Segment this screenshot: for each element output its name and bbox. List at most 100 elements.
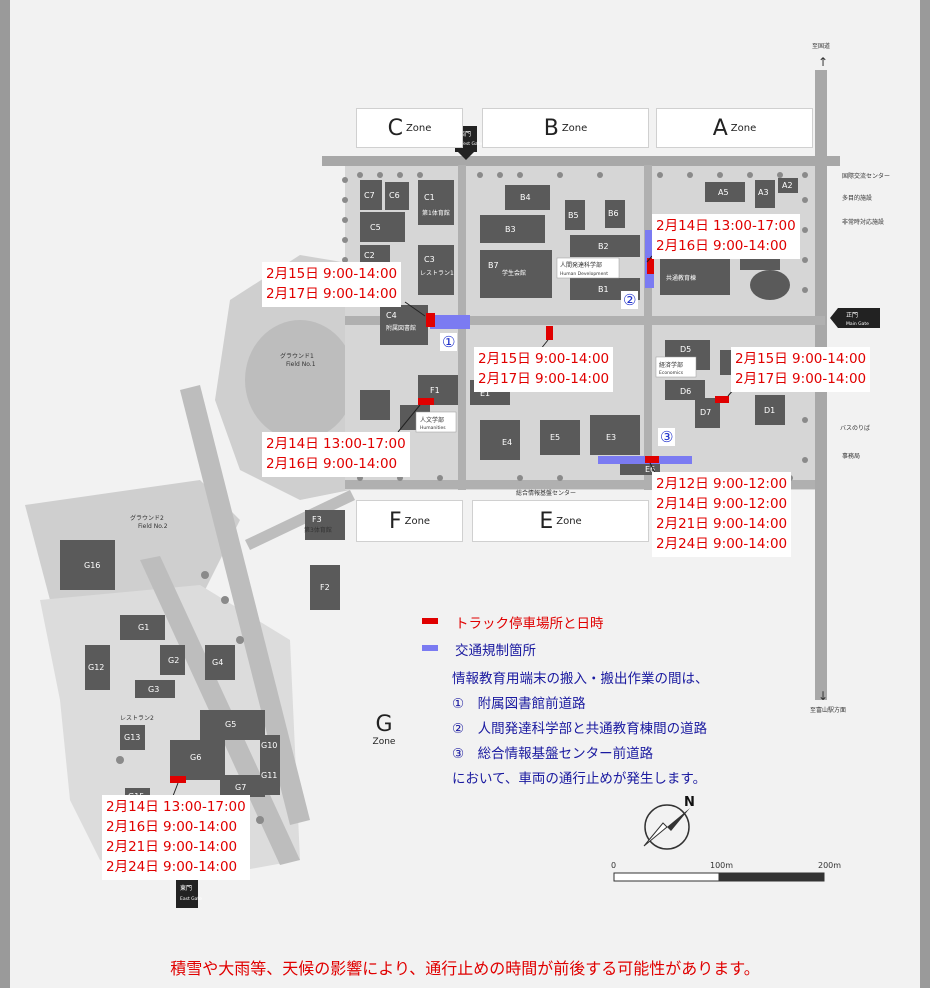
label-c4: C4	[386, 311, 397, 320]
building-c5	[360, 212, 405, 242]
building-g6	[170, 740, 225, 780]
truck-stop-road-b	[546, 326, 553, 340]
callout-info-center-line-1: 2月12日 9:00-12:00	[656, 476, 788, 492]
scale-mid: 100m	[710, 861, 733, 870]
economics-plate	[655, 356, 697, 378]
callout-humanities-line-1: 2月14日 13:00-17:00	[266, 436, 406, 452]
label-emergency: 非常時対応施設	[842, 218, 884, 226]
notice-item-3: ③ 総合情報基盤センター前道路	[452, 746, 654, 762]
building-g7	[220, 775, 265, 797]
legend-traffic-label: 交通規制箇所	[455, 643, 536, 659]
zone-a-box: A Zone	[656, 108, 813, 148]
label-d5: D5	[680, 345, 691, 354]
building-g5	[200, 710, 265, 740]
human-dev-plate	[556, 257, 620, 279]
scale-end: 200m	[818, 861, 841, 870]
callout-humanities-line-2: 2月16日 9:00-14:00	[266, 456, 398, 472]
zone-b-word: Zone	[561, 122, 588, 134]
building-f-annex	[360, 390, 390, 420]
callout-g6-line-4: 2月24日 9:00-14:00	[106, 859, 238, 875]
building-a2	[778, 178, 798, 193]
building-c1	[418, 180, 454, 225]
scale-bar: 0 100m 200m	[611, 861, 841, 882]
label-c2: C2	[364, 251, 375, 260]
building-g10	[260, 735, 280, 760]
label-humanities-en: Humanities	[420, 425, 446, 431]
building-general-edu	[660, 255, 730, 295]
callout-g6-line-3: 2月21日 9:00-14:00	[106, 839, 238, 855]
notice-item-1: ① 附属図書館前道路	[452, 696, 586, 712]
south-arrow-icon: ↓	[818, 689, 828, 703]
label-g7: G7	[235, 783, 246, 792]
label-d7: D7	[700, 408, 711, 417]
label-f2: F2	[320, 583, 330, 592]
main-gate: 正門 Main Gate	[830, 308, 880, 328]
compass-icon: N	[643, 795, 695, 850]
zone-f-box: F Zone	[356, 500, 463, 542]
compass-north-label: N	[684, 795, 695, 810]
building-b5	[565, 200, 585, 230]
legend-truck-swatch	[422, 618, 438, 624]
label-student-hall: 学生会館	[502, 269, 526, 277]
north-arrow-icon: ↑	[818, 55, 828, 69]
callout-road-b: 2月15日 9:00-14:00 2月17日 9:00-14:00	[474, 347, 614, 392]
building-e4	[480, 420, 520, 460]
label-g3: G3	[148, 685, 159, 694]
label-gym1: 第1体育館	[422, 209, 450, 217]
callout-info-center-line-4: 2月24日 9:00-14:00	[656, 536, 788, 552]
building-d6	[665, 380, 705, 400]
building-c2	[360, 245, 390, 263]
label-cafeteria1: レストラン1	[420, 270, 454, 277]
callout-g6: 2月14日 13:00-17:00 2月16日 9:00-14:00 2月21日…	[102, 795, 250, 880]
callout-library-line-2: 2月17日 9:00-14:00	[266, 286, 398, 302]
label-b7: B7	[488, 261, 499, 270]
building-auditorium	[750, 270, 790, 300]
label-b2: B2	[598, 242, 609, 251]
building-g1	[120, 615, 165, 640]
zone-b-letter: B	[543, 115, 559, 141]
building-f3	[305, 510, 345, 540]
label-g5: G5	[225, 720, 236, 729]
label-bus-stop: バスのりば	[840, 424, 870, 432]
callout-library-line-1: 2月15日 9:00-14:00	[266, 266, 398, 282]
label-f3: F3	[312, 515, 322, 524]
label-humanities: 人文学部	[420, 416, 444, 424]
label-c1: C1	[424, 193, 435, 202]
label-a5: A5	[718, 188, 729, 197]
field-1-track	[245, 320, 355, 440]
building-d1	[755, 395, 785, 425]
building-g12	[85, 645, 110, 690]
building-g4	[205, 645, 235, 680]
label-south-exit: 至富山駅方面	[810, 706, 846, 714]
middle-road	[644, 165, 652, 490]
label-multi-purpose: 多目的施設	[842, 194, 872, 202]
callout-g6-line-1: 2月14日 13:00-17:00	[106, 799, 246, 815]
zone-f-word: Zone	[404, 515, 431, 527]
callout-road-b-line-1: 2月15日 9:00-14:00	[478, 351, 610, 367]
truck-stop-human-dev	[647, 258, 654, 274]
label-e6: E6	[645, 465, 655, 474]
label-east-gate-en: East Gate	[180, 896, 202, 902]
notice-item-2: ② 人間発達科学部と共通教育棟間の道路	[452, 721, 708, 737]
building-g16	[60, 540, 115, 590]
label-a2: A2	[782, 181, 793, 190]
restriction-marker-3: ③	[658, 428, 676, 446]
label-b3: B3	[505, 225, 516, 234]
label-west-gate: 西門	[459, 131, 471, 138]
label-g2: G2	[168, 656, 179, 665]
north-road	[322, 156, 840, 166]
label-library: 附属図書館	[386, 324, 416, 332]
restriction-marker-2: ②	[621, 291, 639, 309]
building-c4	[380, 305, 428, 345]
label-b5: B5	[568, 211, 579, 220]
callout-economics-line-2: 2月17日 9:00-14:00	[735, 371, 867, 387]
label-c5: C5	[370, 223, 381, 232]
label-east-gate: 東門	[180, 884, 192, 892]
building-c3	[418, 245, 454, 295]
label-g6: G6	[190, 753, 201, 762]
truck-stop-humanities	[418, 398, 434, 405]
building-e3	[590, 415, 640, 455]
label-cafeteria2: レストラン2	[120, 715, 154, 722]
truck-stop-g6	[170, 776, 186, 783]
label-b4: B4	[520, 193, 531, 202]
